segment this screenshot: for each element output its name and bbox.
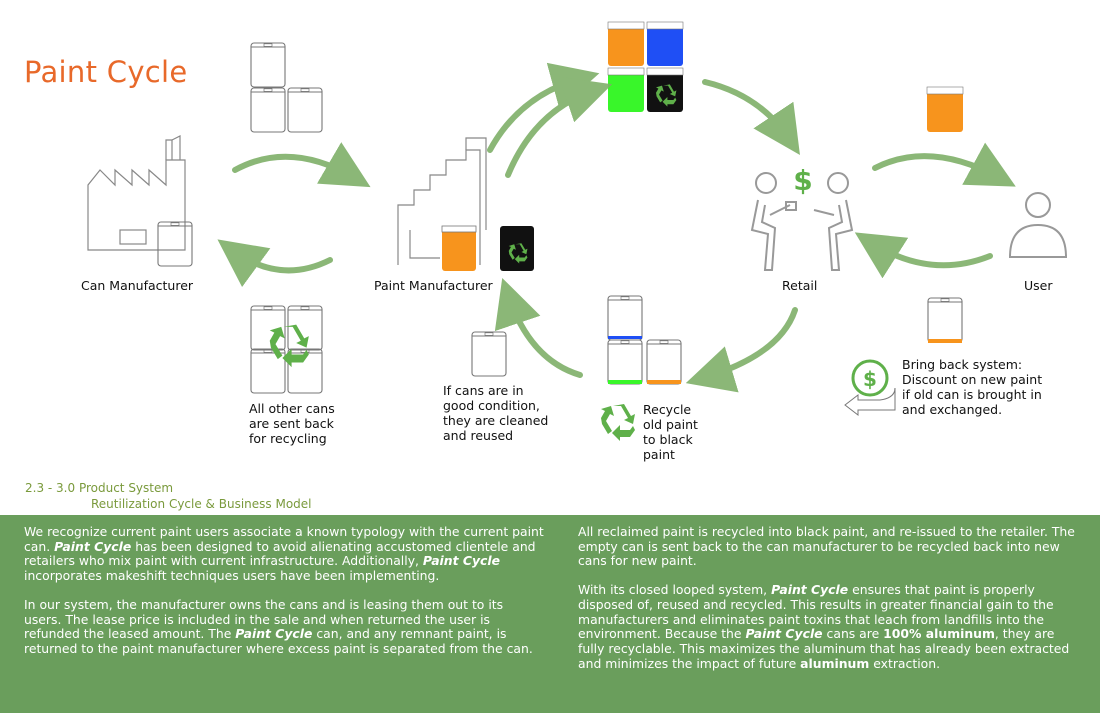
paint-cycle-diagram: $ $ (87, 21, 1068, 441)
can-icon (157, 221, 193, 267)
paragraph: We recognize current paint users associa… (24, 524, 544, 584)
label-user: User (1024, 278, 1053, 293)
note-bring-back: Bring back system: Discount on new paint… (902, 357, 1043, 417)
note-reuse: If cans are in good condition, they are … (443, 383, 549, 443)
user-icon (1008, 192, 1068, 258)
retail-people-icon (750, 172, 854, 271)
description-panel: We recognize current paint users associa… (0, 515, 1100, 713)
empty-return-can-icon (927, 297, 963, 343)
label-paint-manufacturer: Paint Manufacturer (374, 278, 493, 293)
paragraph: In our system, the manufacturer owns the… (24, 596, 533, 656)
bring-back-icon: $ (844, 359, 896, 417)
recycle-icon (269, 324, 309, 368)
recycle-icon-small (601, 404, 635, 441)
note-black-paint: Recycle old paint to black paint (643, 402, 698, 462)
empty-cans-stack-icon (250, 42, 323, 133)
dollar-icon: $ (793, 164, 812, 197)
section-title: 2.3 - 3.0 Product System Reutilization C… (25, 480, 312, 512)
paragraph: All reclaimed paint is recycled into bla… (578, 524, 1075, 569)
paragraph: With its closed looped system, Paint Cyc… (578, 582, 1070, 671)
note-recycling: All other cans are sent back for recycli… (249, 401, 335, 446)
label-retail: Retail (782, 278, 818, 293)
black-paint-can-icon (500, 226, 534, 271)
orange-can-user-icon (926, 86, 964, 132)
description-column-right: All reclaimed paint is recycled into bla… (578, 524, 1082, 685)
leftover-paint-cans-icon (607, 295, 682, 385)
factory-icon (87, 135, 186, 251)
section-number: 2.3 - 3.0 Product System (25, 481, 174, 495)
brand-logo: Paint Cycle (24, 55, 188, 89)
reused-can-icon (471, 331, 507, 377)
orange-paint-can-icon (441, 225, 477, 271)
recycling-cans-stack-icon (250, 305, 323, 394)
svg-text:$: $ (863, 367, 877, 391)
paint-cans-stack-icon (607, 21, 684, 112)
label-can-manufacturer: Can Manufacturer (81, 278, 194, 293)
paint-factory-icon (397, 137, 487, 265)
description-column-left: We recognize current paint users associa… (24, 524, 544, 671)
section-subtitle: Reutilization Cycle & Business Model (91, 497, 312, 511)
flow-arrows (217, 62, 1016, 393)
